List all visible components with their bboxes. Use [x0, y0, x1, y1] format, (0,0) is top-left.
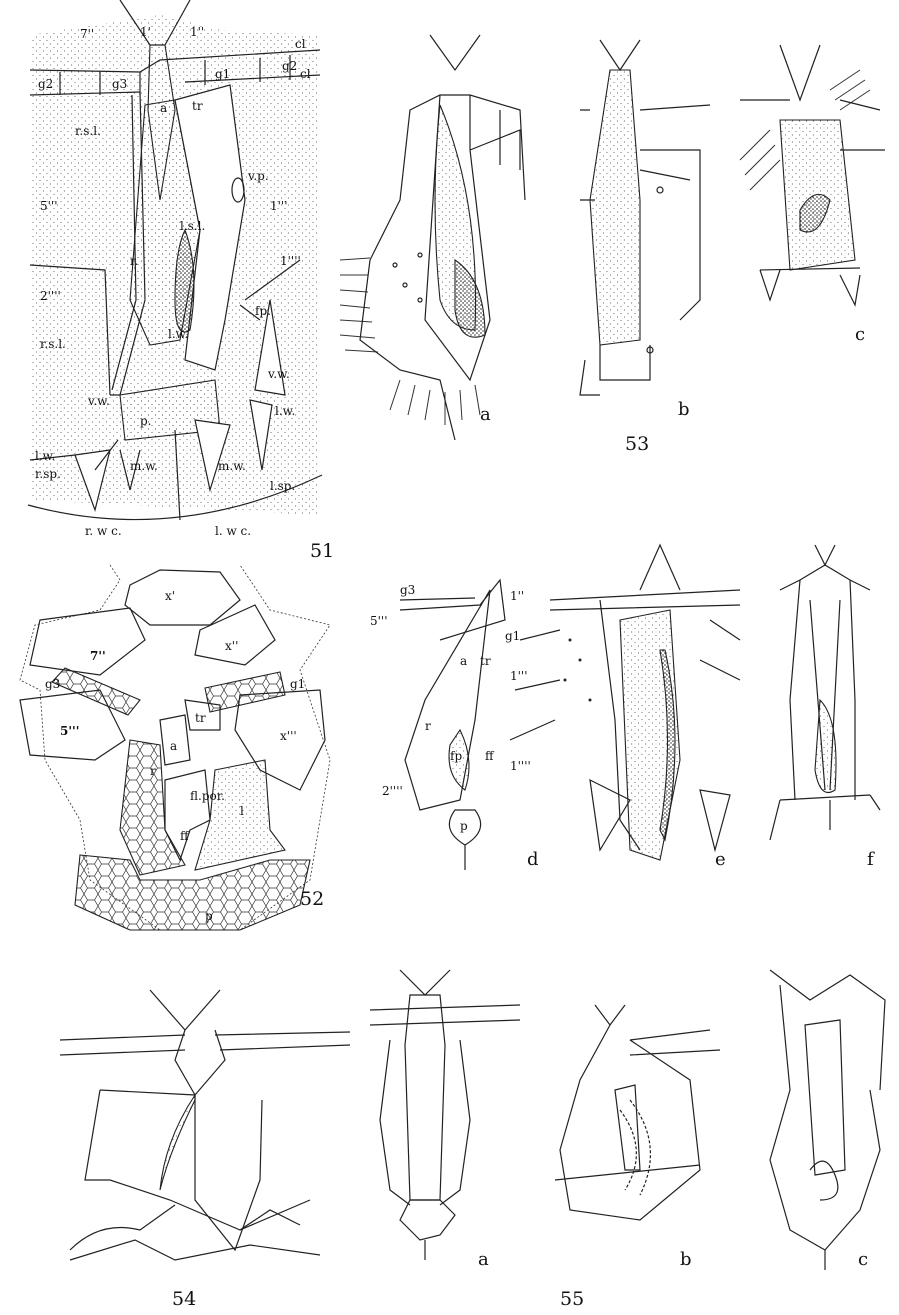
figure-53-bottom: g3 1'' 5''' g1 a tr 1''' r fp ff 1'''' 2… — [370, 545, 880, 870]
svg-text:1''': 1''' — [510, 669, 528, 683]
svg-text:2'''': 2'''' — [382, 784, 403, 798]
svg-text:g1: g1 — [290, 677, 305, 691]
fig54-number: 54 — [172, 1288, 196, 1310]
svg-text:x''': x''' — [280, 729, 297, 743]
svg-text:tr: tr — [480, 654, 491, 668]
figure-55: a b c 55 — [370, 970, 885, 1310]
svg-text:g2: g2 — [282, 59, 297, 73]
svg-text:7'': 7'' — [90, 649, 106, 663]
svg-text:r.: r. — [130, 254, 138, 268]
svg-text:l.w.: l.w. — [275, 404, 295, 418]
svg-text:2'''': 2'''' — [40, 289, 61, 303]
fig53d-labels: g3 1'' 5''' g1 a tr 1''' r fp ff 1'''' 2… — [370, 583, 531, 833]
svg-text:r.s.l.: r.s.l. — [40, 337, 66, 351]
svg-text:r.s.l.: r.s.l. — [75, 124, 101, 138]
svg-text:g1: g1 — [505, 629, 520, 643]
svg-text:l: l — [240, 804, 244, 818]
fig53e-letter: e — [715, 849, 726, 870]
figure-54: 54 — [60, 990, 350, 1310]
fig53-panel-c — [740, 45, 885, 305]
svg-text:1'': 1'' — [510, 589, 524, 603]
fig52-girdle-g1 — [205, 672, 285, 712]
svg-text:m.w.: m.w. — [218, 459, 246, 473]
svg-text:l.s.l.: l.s.l. — [180, 219, 205, 233]
svg-text:5''': 5''' — [40, 199, 58, 213]
fig53-panel-a — [340, 35, 525, 440]
svg-text:a: a — [170, 739, 177, 753]
fig53b-sulcus — [590, 70, 640, 345]
svg-text:r. w c.: r. w c. — [85, 524, 122, 538]
svg-text:5''': 5''' — [370, 614, 388, 628]
fig53f-letter: f — [867, 849, 875, 870]
svg-text:x': x' — [165, 589, 175, 603]
svg-text:tr: tr — [195, 711, 206, 725]
svg-text:1'''': 1'''' — [280, 254, 301, 268]
svg-text:g3: g3 — [112, 77, 127, 91]
fig55b-letter: b — [680, 1249, 692, 1270]
svg-text:a: a — [460, 654, 467, 668]
svg-text:v.w.: v.w. — [267, 367, 290, 381]
fig53c-letter: c — [855, 324, 865, 345]
svg-text:p.: p. — [140, 414, 152, 428]
svg-text:p: p — [205, 909, 213, 923]
fig53-panel-e — [550, 545, 740, 860]
svg-text:l. w c.: l. w c. — [215, 524, 251, 538]
svg-text:v.p.: v.p. — [247, 169, 269, 183]
fig55a-letter: a — [478, 1249, 489, 1270]
figure-53-top: a b c 53 — [340, 35, 885, 455]
fig53-number: 53 — [625, 433, 649, 455]
fig55-number: 55 — [560, 1288, 584, 1310]
figure-51: 7'' 1' 1'' cl cl g2 g3 g1 g2 a tr r.s.l.… — [28, 0, 322, 538]
fig53d-letter: d — [527, 849, 539, 870]
figure-52: x' 7'' x'' g3 g1 5''' tr a x''' r fl.por… — [20, 565, 330, 930]
fig54-stippled-list — [160, 1095, 195, 1190]
svg-text:1'': 1'' — [190, 25, 204, 39]
fig53-panel-b — [580, 40, 710, 395]
svg-text:g3: g3 — [45, 677, 60, 691]
svg-text:m.w.: m.w. — [130, 459, 158, 473]
fig51-number: 51 — [310, 540, 334, 562]
svg-text:ff: ff — [485, 749, 495, 763]
svg-text:1'''': 1'''' — [510, 759, 531, 773]
fig52-plate-p — [75, 855, 310, 930]
svg-text:cl: cl — [300, 67, 311, 81]
svg-text:1': 1' — [140, 25, 151, 39]
svg-text:r.sp.: r.sp. — [35, 467, 61, 481]
svg-text:g3: g3 — [400, 583, 415, 597]
fig53f-sulcus — [815, 700, 836, 793]
fig55c-letter: c — [858, 1249, 868, 1270]
svg-text:5''': 5''' — [60, 724, 79, 738]
fig52-plate-r — [120, 740, 185, 875]
svg-text:g2: g2 — [38, 77, 53, 91]
svg-text:fl.por.: fl.por. — [190, 789, 225, 803]
svg-text:fp.: fp. — [255, 304, 271, 318]
fig53a-letter: a — [480, 404, 491, 425]
fig53-panel-f — [770, 545, 880, 840]
fig53b-letter: b — [678, 399, 690, 420]
fig55-panel-b — [555, 1005, 720, 1220]
svg-text:ff: ff — [180, 829, 190, 843]
svg-text:7'': 7'' — [80, 27, 94, 41]
svg-text:a: a — [160, 101, 167, 115]
svg-text:g1: g1 — [215, 67, 230, 81]
fig52-number: 52 — [300, 888, 324, 910]
svg-text:1''': 1''' — [270, 199, 288, 213]
fig55-panel-a — [370, 970, 520, 1260]
svg-text:l.sp.: l.sp. — [270, 479, 295, 493]
fig53-panel-d: g3 1'' 5''' g1 a tr 1''' r fp ff 1'''' 2… — [370, 580, 560, 870]
svg-text:x'': x'' — [225, 639, 238, 653]
fig52-girdle-g3 — [52, 668, 140, 715]
svg-text:fp: fp — [450, 749, 462, 763]
svg-text:tr: tr — [192, 99, 203, 113]
fig55-panel-c — [770, 970, 885, 1270]
svg-text:v.w.: v.w. — [87, 394, 110, 408]
svg-text:r: r — [150, 764, 156, 778]
svg-text:r: r — [425, 719, 431, 733]
svg-text:cl: cl — [295, 37, 306, 51]
svg-text:l.w.: l.w. — [168, 327, 188, 341]
svg-text:l.w.: l.w. — [35, 449, 55, 463]
svg-text:p: p — [460, 819, 468, 833]
